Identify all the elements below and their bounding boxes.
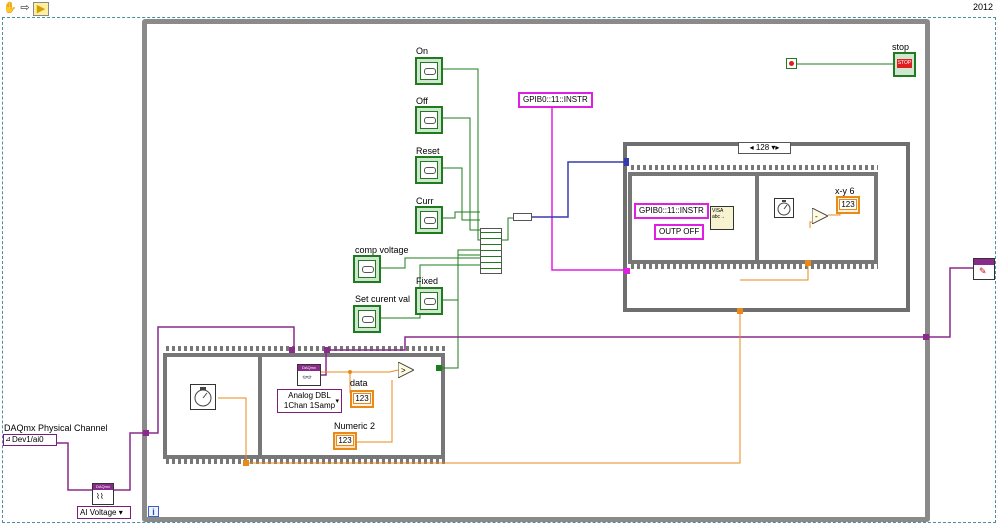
case-selector-dropdown-icon[interactable]: ▾▸ — [771, 143, 780, 152]
daqmx-clear-task-icon[interactable]: ✎ — [973, 258, 995, 280]
off-control[interactable] — [415, 106, 443, 134]
run-arrow-icon[interactable]: ⇨ — [20, 2, 30, 14]
numeric2-control[interactable]: 123 — [333, 432, 357, 450]
read-mode-dropdown-icon[interactable]: ▾ — [335, 398, 339, 405]
stop-led-icon — [789, 61, 794, 66]
on-control[interactable] — [415, 57, 443, 85]
highlight-execution-icon[interactable]: ▶ — [33, 2, 49, 16]
case-selector-value: 128 — [755, 143, 770, 152]
physical-channel-label: DAQmx Physical Channel — [4, 423, 108, 433]
data-value: 123 — [353, 393, 371, 404]
daqmx-clear-badge — [974, 259, 994, 265]
comp-voltage-label: comp voltage — [355, 245, 409, 255]
read-mode-line1: Analog DBL — [288, 391, 331, 400]
fixed-label: Fixed — [416, 276, 439, 286]
channel-dropdown-icon[interactable]: ⊿ — [5, 436, 11, 443]
ai-voltage-value: AI Voltage — [80, 508, 117, 517]
loop-iteration-terminal: i — [148, 506, 159, 517]
ai-voltage-selector[interactable]: AI Voltage ▾ — [77, 506, 131, 519]
data-label: data — [350, 378, 368, 388]
read-mode-line2: 1Chan 1Samp — [283, 401, 336, 410]
physical-channel-value: Dev1/ai0 — [12, 435, 44, 444]
version-label: 2012 — [972, 2, 993, 12]
stop-constant[interactable] — [786, 58, 797, 69]
xy6-indicator[interactable]: 123 — [836, 196, 860, 214]
set-current-val-control[interactable] — [353, 305, 381, 333]
greater-than-node[interactable]: > — [398, 362, 414, 378]
daqmx-create-channel-icon[interactable]: DAQmx ⌇⌇ — [92, 483, 114, 505]
film-strip-top-2 — [163, 346, 445, 351]
stop-control[interactable]: STOP — [893, 52, 916, 77]
case-selector-left-icon[interactable]: ◂ — [749, 143, 754, 152]
numeric2-value: 123 — [336, 435, 354, 446]
ai-voltage-dropdown-icon[interactable]: ▾ — [118, 508, 123, 517]
comp-voltage-control[interactable] — [353, 255, 381, 283]
eraser-icon: ✎ — [979, 266, 987, 276]
curr-control[interactable] — [415, 206, 443, 234]
svg-text:-: - — [815, 212, 818, 221]
xy6-label: x-y 6 — [835, 186, 855, 196]
case-selector[interactable]: ◂ 128 ▾▸ — [738, 142, 791, 154]
physical-channel-control[interactable]: ⊿ Dev1/ai0 — [3, 434, 57, 446]
hand-tool-icon[interactable]: ✋ — [3, 2, 17, 14]
fixed-control[interactable] — [415, 287, 443, 315]
diagram-border — [2, 17, 996, 523]
numeric2-label: Numeric 2 — [334, 421, 376, 431]
daqmx-read-mode-selector[interactable]: Analog DBL 1Chan 1Samp ▾ — [277, 389, 342, 413]
off-label: Off — [416, 96, 428, 106]
sequence-divider-2 — [258, 357, 262, 455]
reset-label: Reset — [416, 146, 440, 156]
channel-waveform-icon: ⌇⌇ — [96, 492, 104, 501]
svg-text:>: > — [401, 366, 406, 375]
daqmx-read-badge: DAQmx — [298, 365, 320, 371]
glasses-icon: 👓 — [302, 373, 312, 382]
daqmx-create-badge: DAQmx — [93, 484, 113, 490]
xy6-value: 123 — [839, 199, 857, 210]
toolbar: ✋ ⇨ ▶ 2012 — [0, 0, 999, 16]
boolean-to-number-node[interactable] — [513, 213, 532, 221]
sequence-divider — [755, 176, 759, 260]
daqmx-read-icon[interactable]: DAQmx 👓 — [297, 364, 321, 386]
set-current-val-label: Set curent val — [355, 294, 411, 304]
curr-label: Curr — [416, 196, 434, 206]
elapsed-time-icon[interactable] — [190, 384, 216, 410]
on-label: On — [416, 46, 429, 56]
build-array-node[interactable] — [480, 228, 502, 274]
outp-off-constant[interactable]: OUTP OFF — [654, 224, 705, 240]
stop-label: stop — [892, 42, 910, 52]
data-indicator[interactable]: 123 — [350, 390, 374, 408]
film-strip-bottom-2 — [163, 459, 445, 464]
film-strip-bottom — [628, 264, 878, 269]
gpib-address-inner[interactable]: GPIB0::11::INSTR — [634, 203, 709, 219]
stop-button-face: STOP — [897, 59, 912, 68]
gpib-address-constant[interactable]: GPIB0::11::INSTR — [518, 92, 593, 108]
reset-control[interactable] — [415, 156, 443, 184]
film-strip-top — [628, 165, 878, 170]
wait-timer-icon[interactable] — [774, 198, 794, 218]
subtract-node[interactable]: - — [812, 208, 828, 224]
